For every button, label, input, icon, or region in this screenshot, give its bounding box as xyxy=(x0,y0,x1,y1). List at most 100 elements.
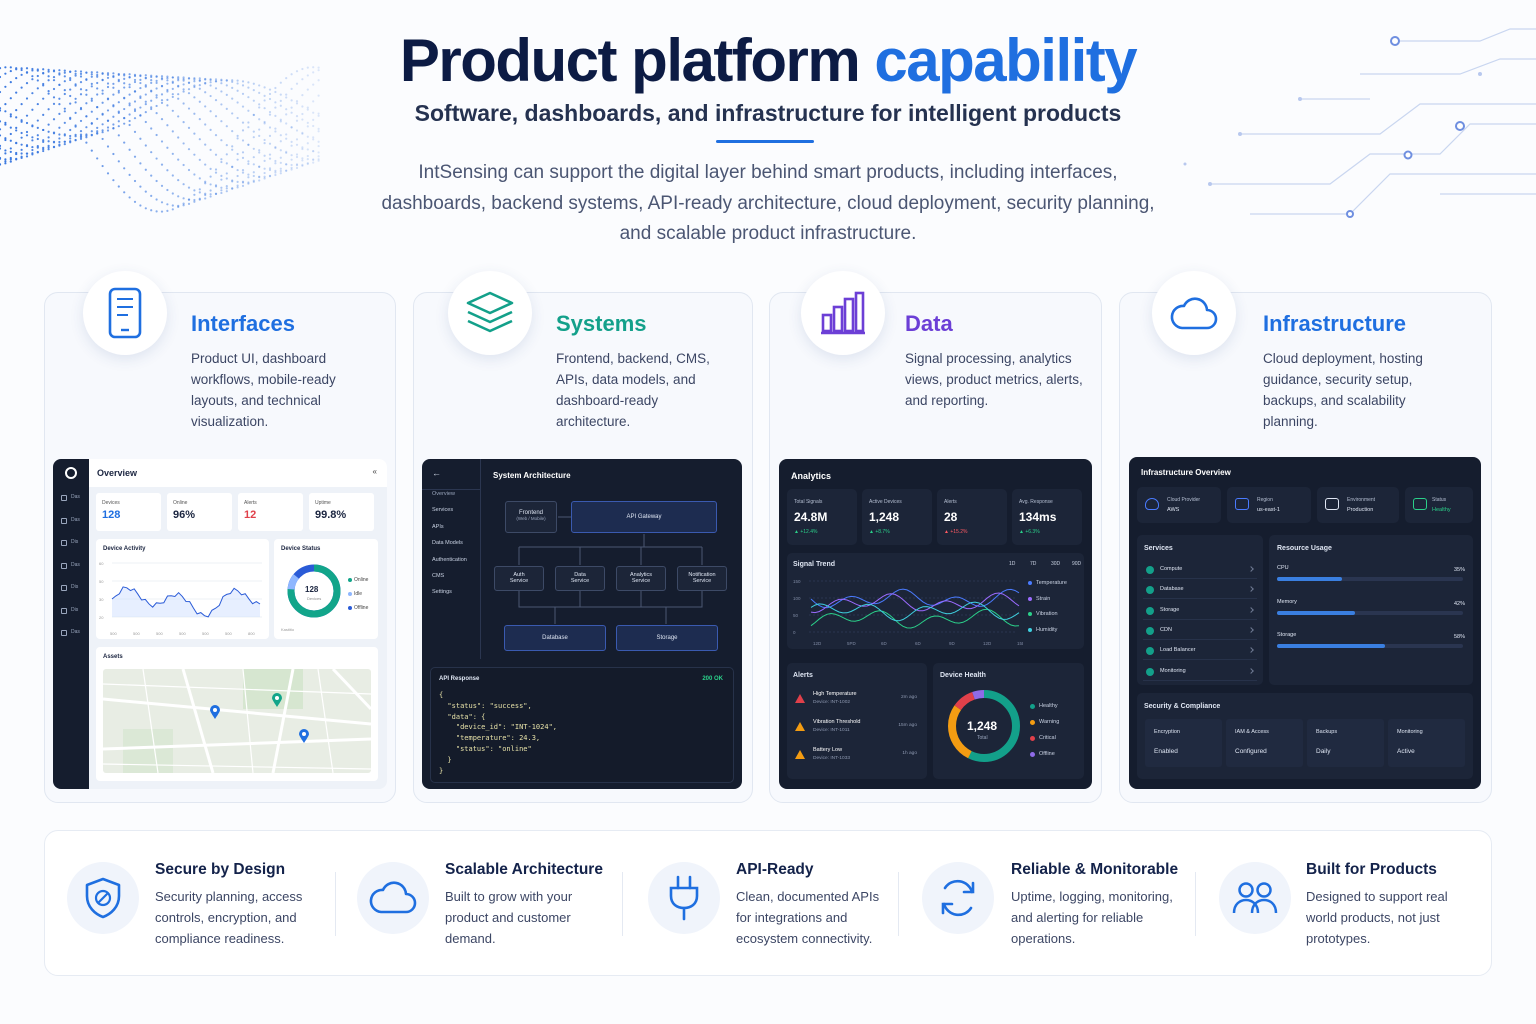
wave-dot xyxy=(47,146,50,149)
sidebar-item[interactable]: Das xyxy=(61,561,85,571)
wave-dot xyxy=(63,133,66,136)
wave-dot xyxy=(209,175,212,178)
service-item[interactable]: Database xyxy=(1143,583,1257,600)
wave-dot xyxy=(301,163,304,166)
arch-nav-item[interactable]: CMS xyxy=(432,573,445,579)
service-node-label: Analytics xyxy=(629,572,652,578)
wave-dot xyxy=(15,142,18,145)
sidebar-item[interactable]: Dis xyxy=(61,606,85,616)
sidebar-item[interactable]: Das xyxy=(61,516,85,526)
wave-dot xyxy=(252,147,255,150)
legend-label: Offline xyxy=(1039,751,1055,757)
wave-dot xyxy=(42,139,45,142)
card-description: Product UI, dashboard workflows, mobile-… xyxy=(191,351,336,429)
wave-dot xyxy=(90,130,93,133)
stat-value: 128 xyxy=(102,509,121,521)
range-toggle[interactable]: 30D xyxy=(1051,561,1061,567)
check-circle-icon xyxy=(1146,647,1154,656)
wave-dot xyxy=(101,129,104,132)
wave-dot xyxy=(182,163,185,167)
map-pin-icon[interactable] xyxy=(272,693,282,707)
service-item[interactable]: Compute xyxy=(1143,563,1257,579)
assets-map[interactable] xyxy=(103,669,371,773)
wave-dot xyxy=(31,145,34,149)
wave-dot xyxy=(133,179,137,183)
card-infrastructure: Infrastructure Cloud deployment, hosting… xyxy=(1119,271,1492,803)
wave-dot xyxy=(144,168,147,171)
sidebar-item-label: Das xyxy=(71,561,80,568)
x-tick-label: 12D xyxy=(813,641,822,646)
map-pin-icon[interactable] xyxy=(299,729,309,743)
wave-dot xyxy=(220,160,223,164)
wave-dot xyxy=(204,180,207,183)
x-tick-label: 500 xyxy=(133,631,140,636)
wave-dot xyxy=(247,182,250,185)
panel-title: Signal Trend xyxy=(793,561,836,568)
device-health-donut xyxy=(948,690,1020,762)
wave-dot xyxy=(58,137,61,140)
info-value: us-east-1 xyxy=(1257,507,1280,513)
check-circle-icon xyxy=(1146,586,1154,595)
sidebar-item[interactable]: Dis xyxy=(61,583,85,593)
trend-series-line xyxy=(810,588,1020,609)
service-item[interactable]: Load Balancer xyxy=(1143,644,1257,661)
feature-title: API-Ready xyxy=(736,861,814,878)
wave-dot xyxy=(258,165,261,168)
range-toggle[interactable]: 90D xyxy=(1072,561,1082,567)
info-label: Cloud Provider xyxy=(1167,497,1201,503)
back-arrow-icon[interactable]: ← xyxy=(432,468,441,478)
sidebar-item-icon xyxy=(61,540,67,546)
wave-dot xyxy=(42,149,45,153)
sidebar-item[interactable]: Dis xyxy=(61,538,85,548)
wave-dot xyxy=(69,128,72,132)
wave-dot xyxy=(241,156,245,159)
wave-dot xyxy=(231,165,234,168)
arch-nav-item[interactable]: Authentication xyxy=(432,556,467,563)
sidebar-item[interactable]: Das xyxy=(61,493,85,503)
wave-dot xyxy=(285,163,288,166)
service-item[interactable]: Storage xyxy=(1143,604,1257,620)
collapse-icon[interactable]: « xyxy=(372,467,377,476)
map-pin-icon[interactable] xyxy=(210,705,220,719)
range-toggle[interactable]: 1D xyxy=(1009,561,1016,567)
wave-dot xyxy=(106,172,110,175)
arch-nav-item[interactable]: Services xyxy=(432,507,454,514)
security-label: Backups xyxy=(1316,729,1338,735)
wave-dot xyxy=(4,149,7,152)
sidebar-item[interactable]: Das xyxy=(61,628,85,638)
service-item[interactable]: CDN xyxy=(1143,624,1257,640)
device-status-donut xyxy=(287,564,341,618)
wave-dot xyxy=(252,174,255,178)
wave-dot xyxy=(209,189,212,192)
wave-dot xyxy=(25,152,29,155)
security-label: Monitoring xyxy=(1397,729,1423,735)
wave-dot xyxy=(58,126,61,129)
legend-label: Warning xyxy=(1039,719,1060,725)
wave-dot xyxy=(36,146,39,149)
legend-dot xyxy=(348,592,352,596)
arch-nav-item[interactable]: APIs xyxy=(432,523,444,530)
resource-bar-track xyxy=(1277,644,1463,648)
feature-title: Reliable & Monitorable xyxy=(1011,861,1179,878)
wave-dot xyxy=(268,175,272,178)
arch-nav-item[interactable]: Overview xyxy=(432,491,455,497)
wave-dot xyxy=(52,96,56,99)
x-tick-label: 5PD xyxy=(847,641,857,646)
service-item[interactable]: Monitoring xyxy=(1143,665,1257,681)
stat-value: 12 xyxy=(244,509,257,521)
wave-dot xyxy=(106,145,110,148)
wave-dot xyxy=(123,167,126,170)
wave-dot xyxy=(193,153,196,156)
arch-nav-item[interactable]: Data Models xyxy=(432,540,463,547)
arch-nav-item[interactable]: Settings xyxy=(432,589,452,596)
wave-dot xyxy=(36,145,39,148)
signal-trend-chart: 15010050012D5PD6D6D9D12D15D xyxy=(793,579,1023,646)
service-label: Compute xyxy=(1160,566,1183,572)
range-toggle[interactable]: 7D xyxy=(1030,561,1037,567)
